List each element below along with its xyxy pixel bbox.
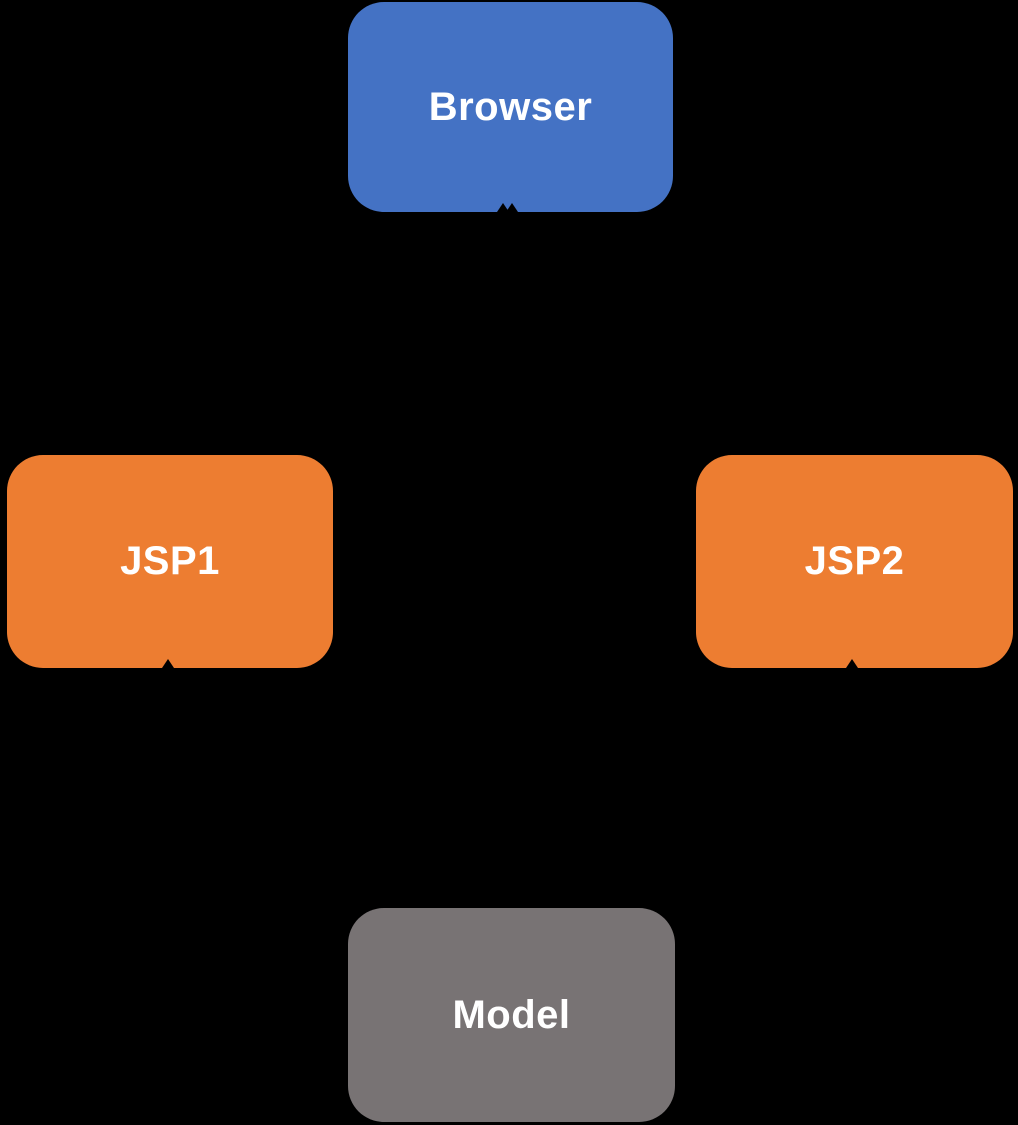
connector-arrowhead-tip: [846, 659, 858, 668]
node-model-label: Model: [452, 992, 571, 1037]
node-browser: Browser: [348, 2, 673, 212]
node-model: Model: [348, 908, 675, 1122]
connector-arrowhead-tip: [497, 203, 509, 212]
connector-arrowhead-tip: [506, 203, 518, 212]
node-jsp1-label: JSP1: [120, 539, 220, 583]
connector-arrowhead-tip: [162, 659, 174, 668]
node-jsp2-label: JSP2: [804, 539, 905, 583]
node-jsp2: JSP2: [696, 455, 1013, 668]
node-jsp1: JSP1: [7, 455, 333, 668]
node-browser-label: Browser: [428, 84, 593, 129]
